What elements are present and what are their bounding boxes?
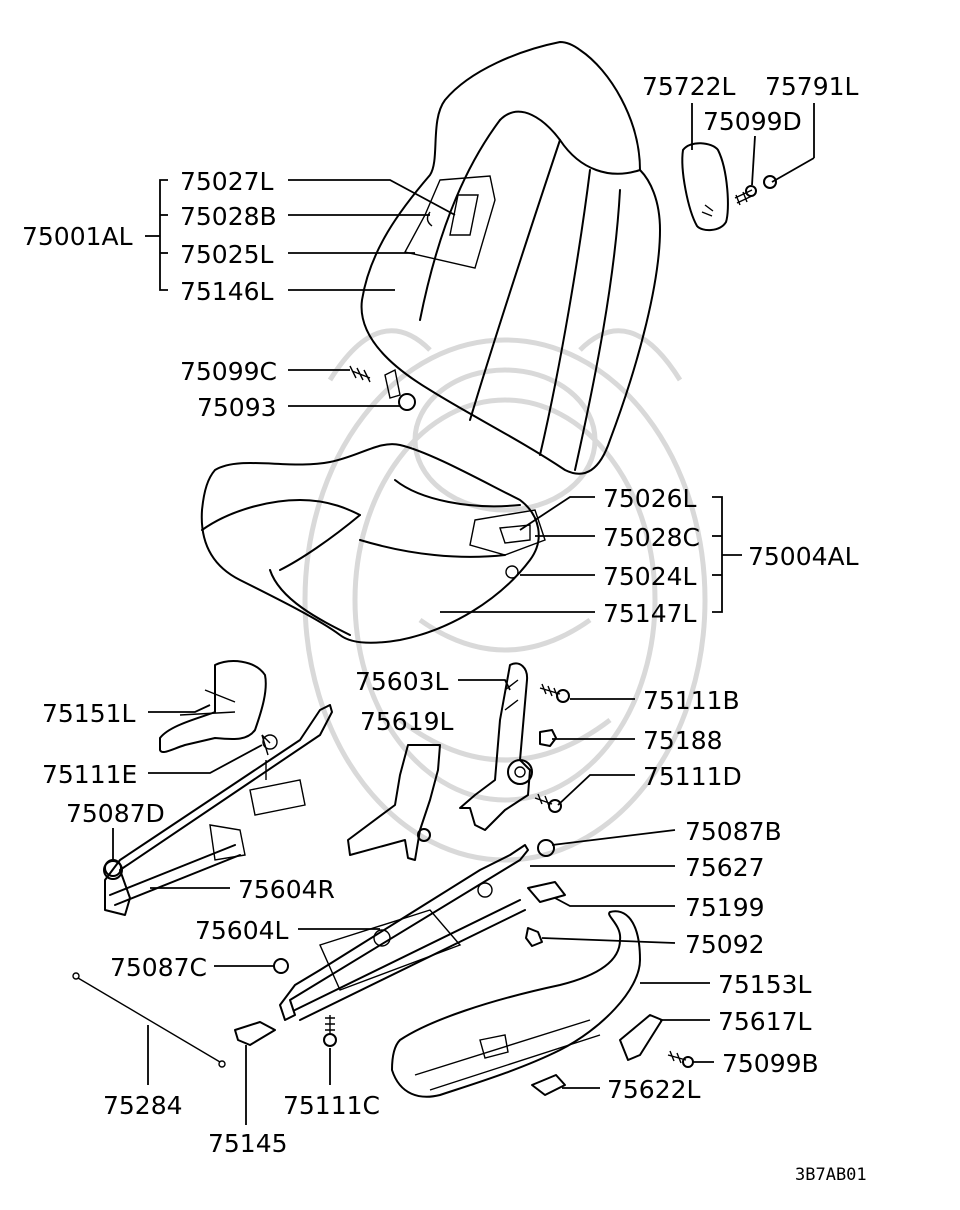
part-label-75004AL[interactable]: 75004AL	[748, 542, 859, 571]
part-label-75111E[interactable]: 75111E	[42, 760, 137, 789]
part-label-75087B[interactable]: 75087B	[685, 817, 782, 846]
part-labels: 75722L 75791L 75099D 75027L 75028B 75001…	[22, 72, 867, 1185]
leader-lines	[112, 103, 815, 1125]
part-label-75145[interactable]: 75145	[208, 1129, 288, 1158]
part-label-75099C[interactable]: 75099C	[180, 357, 277, 386]
part-label-75153L[interactable]: 75153L	[718, 970, 812, 999]
part-label-75087C[interactable]: 75087C	[110, 953, 207, 982]
part-label-75001AL[interactable]: 75001AL	[22, 222, 133, 251]
part-label-75099B[interactable]: 75099B	[722, 1049, 819, 1078]
part-label-75617L[interactable]: 75617L	[718, 1007, 812, 1036]
part-label-75284[interactable]: 75284	[103, 1091, 183, 1120]
part-label-75024L[interactable]: 75024L	[603, 562, 697, 591]
diagram-code: 3B7AB01	[795, 1165, 867, 1185]
part-label-75028C[interactable]: 75028C	[603, 523, 700, 552]
part-label-75092[interactable]: 75092	[685, 930, 765, 959]
part-label-75603L[interactable]: 75603L	[355, 667, 449, 696]
part-label-75025L[interactable]: 75025L	[180, 240, 274, 269]
watermark-emblem	[302, 328, 708, 863]
part-label-75619L[interactable]: 75619L	[360, 707, 454, 736]
part-label-75627[interactable]: 75627	[685, 853, 765, 882]
part-label-75111D[interactable]: 75111D	[643, 762, 742, 791]
part-label-75604L[interactable]: 75604L	[195, 916, 289, 945]
part-label-75604R[interactable]: 75604R	[238, 875, 335, 904]
part-label-75111C[interactable]: 75111C	[283, 1091, 380, 1120]
part-label-75722L[interactable]: 75722L	[642, 72, 736, 101]
part-label-75093[interactable]: 75093	[197, 393, 277, 422]
part-label-75622L[interactable]: 75622L	[607, 1075, 701, 1104]
seat-cushion	[200, 443, 546, 644]
part-label-75146L[interactable]: 75146L	[180, 277, 274, 306]
part-label-75087D[interactable]: 75087D	[66, 799, 165, 828]
part-label-75027L[interactable]: 75027L	[180, 167, 274, 196]
seat-back	[349, 41, 661, 475]
part-label-75188[interactable]: 75188	[643, 726, 723, 755]
part-label-75111B[interactable]: 75111B	[643, 686, 740, 715]
part-label-75791L[interactable]: 75791L	[765, 72, 859, 101]
part-label-75099D[interactable]: 75099D	[703, 107, 802, 136]
lower-components	[72, 660, 694, 1098]
part-label-75151L[interactable]: 75151L	[42, 699, 136, 728]
part-label-75199[interactable]: 75199	[685, 893, 765, 922]
part-label-75028B[interactable]: 75028B	[180, 202, 277, 231]
headrest-guide	[681, 142, 777, 232]
part-label-75026L[interactable]: 75026L	[603, 484, 697, 513]
part-label-75147L[interactable]: 75147L	[603, 599, 697, 628]
